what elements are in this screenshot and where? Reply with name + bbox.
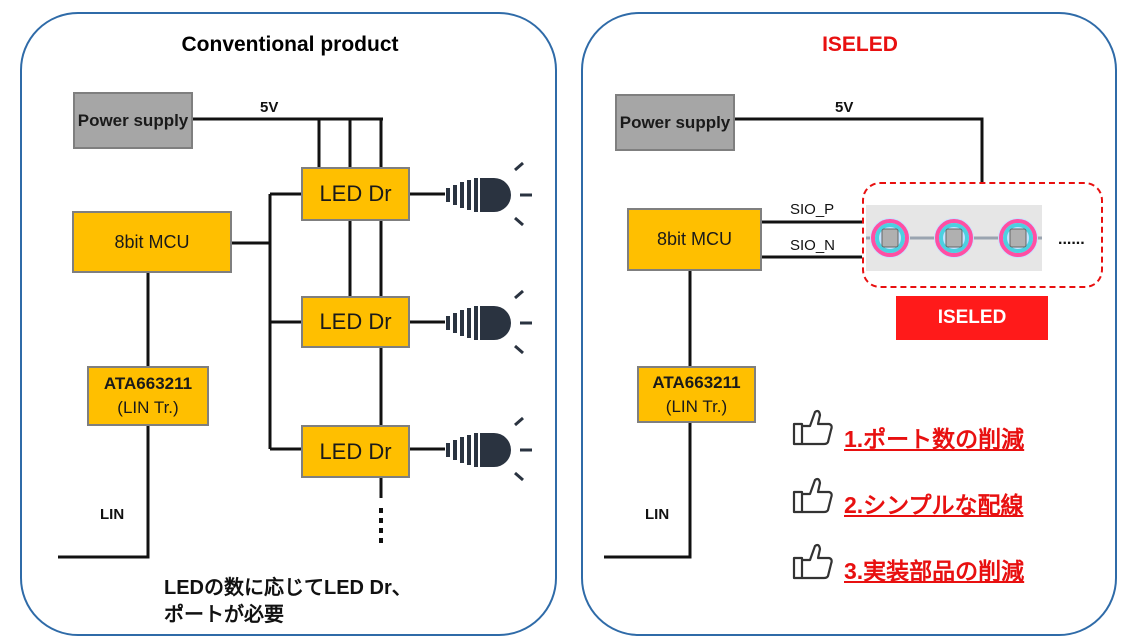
led-driver-label: LED Dr — [319, 309, 392, 334]
conventional-note: LEDの数に応じてLED Dr、 ポートが必要 — [164, 575, 412, 629]
iseled-chain — [862, 182, 1103, 288]
thumbs-up-icon — [792, 409, 833, 446]
lin-transceiver-box: ATA663211 (LIN Tr.) — [87, 366, 209, 426]
mcu-box: 8bit MCU — [627, 208, 762, 271]
mcu-box: 8bit MCU — [72, 211, 232, 273]
note-line-1: LEDの数に応じてLED Dr、 — [164, 577, 412, 599]
led-driver-1: LED Dr — [301, 167, 410, 221]
iseled-led-strip — [866, 218, 1042, 258]
iseled-title: ISELED — [822, 33, 898, 56]
led-driver-2: LED Dr — [301, 296, 410, 348]
power-supply-label: Power supply — [77, 111, 189, 130]
note-line-2: ポートが必要 — [164, 604, 284, 626]
lin-transceiver-part: ATA663211 — [652, 372, 741, 392]
conventional-panel — [20, 12, 557, 636]
conventional-title: Conventional product — [181, 33, 399, 56]
chain-ellipsis: ...... — [1058, 231, 1085, 248]
lin-label: LIN — [100, 506, 125, 523]
sio-n-label: SIO_N — [790, 237, 836, 254]
lin-transceiver-desc: (LIN Tr.) — [665, 396, 728, 416]
iseled-panel — [581, 12, 1117, 636]
benefit-3: 3.実装部品の削減 — [844, 558, 1025, 584]
led-driver-label: LED Dr — [319, 181, 392, 206]
voltage-label: 5V — [835, 99, 854, 116]
thumbs-up-icon — [792, 543, 833, 580]
bulb-icon — [446, 416, 532, 482]
lin-label: LIN — [645, 506, 670, 523]
lin-transceiver-part: ATA663211 — [103, 374, 193, 393]
lin-transceiver-box: ATA663211 (LIN Tr.) — [637, 366, 756, 423]
voltage-label: 5V — [260, 99, 279, 116]
benefit-1: 1.ポート数の削減 — [844, 426, 1025, 452]
lin-transceiver-desc: (LIN Tr.) — [117, 398, 179, 417]
power-supply-box: Power supply — [73, 92, 193, 149]
led-driver-label: LED Dr — [319, 438, 392, 464]
led-driver-3: LED Dr — [301, 425, 410, 478]
mcu-label: 8bit MCU — [656, 229, 732, 249]
bulb-icon — [446, 161, 532, 227]
power-supply-label: Power supply — [619, 113, 731, 132]
iseled-label: ISELED — [896, 296, 1048, 340]
benefit-2: 2.シンプルな配線 — [844, 492, 1024, 518]
mcu-label: 8bit MCU — [114, 231, 190, 252]
thumbs-up-icon — [792, 477, 833, 514]
sio-p-label: SIO_P — [790, 201, 835, 218]
bulb-icon — [446, 289, 532, 355]
power-supply-box: Power supply — [615, 94, 735, 151]
